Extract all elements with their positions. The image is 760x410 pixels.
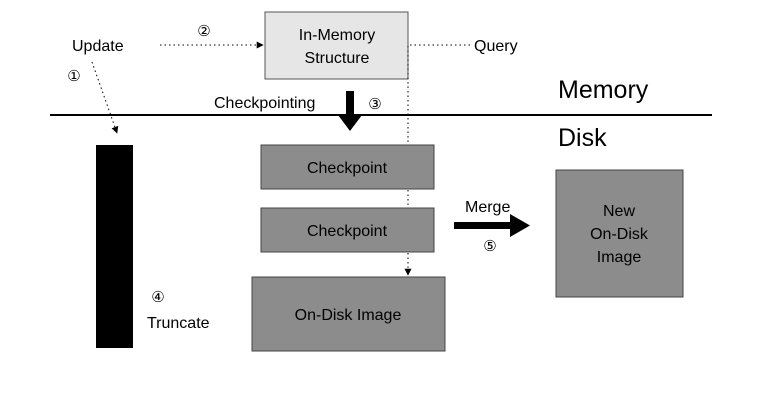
- checkpointing-arrow-shaft: [346, 91, 354, 117]
- step-5-marker: ⑤: [483, 237, 496, 255]
- log-append-arrow: [91, 61, 119, 134]
- merge-label: Merge: [465, 199, 510, 216]
- disk-region-label: Disk: [558, 124, 607, 152]
- in-memory-structure-label-line1: In-Memory: [299, 27, 375, 44]
- new-on-disk-image-label-line1: New: [603, 203, 635, 220]
- checkpointing-label: Checkpointing: [214, 95, 315, 112]
- checkpoint-box-2: [260, 207, 435, 253]
- query-label: Query: [474, 38, 518, 55]
- new-on-disk-image-label-line2: On-Disk: [590, 226, 649, 243]
- checkpoint-label-1: Checkpoint: [307, 160, 388, 177]
- in-memory-structure-box: [264, 11, 409, 80]
- log-letter-g: G: [109, 262, 121, 279]
- checkpointing-arrow-head: [338, 115, 362, 131]
- new-on-disk-image-label-line3: Image: [597, 249, 642, 266]
- merge-arrow-shaft: [454, 222, 512, 229]
- log-letter-o: O: [109, 238, 121, 255]
- step-2-marker: ②: [197, 22, 210, 40]
- checkpoint-box-1: [260, 144, 435, 190]
- log-bar: [96, 145, 133, 348]
- log-letter-l: L: [111, 214, 120, 231]
- step-3-marker: ③: [368, 95, 381, 113]
- in-memory-structure-label-line2: Structure: [305, 50, 370, 67]
- on-disk-image-label: On-Disk Image: [295, 307, 402, 324]
- checkpoint-label-2: Checkpoint: [307, 223, 388, 240]
- merge-arrow-head: [510, 214, 530, 237]
- new-on-disk-image-box: [555, 169, 684, 298]
- on-disk-image-box: [251, 276, 446, 352]
- update-label: Update: [72, 38, 124, 55]
- memory-region-label: Memory: [558, 76, 649, 104]
- truncate-label: Truncate: [147, 315, 210, 332]
- step-1-marker: ①: [67, 67, 80, 85]
- step-4-marker: ④: [151, 288, 164, 306]
